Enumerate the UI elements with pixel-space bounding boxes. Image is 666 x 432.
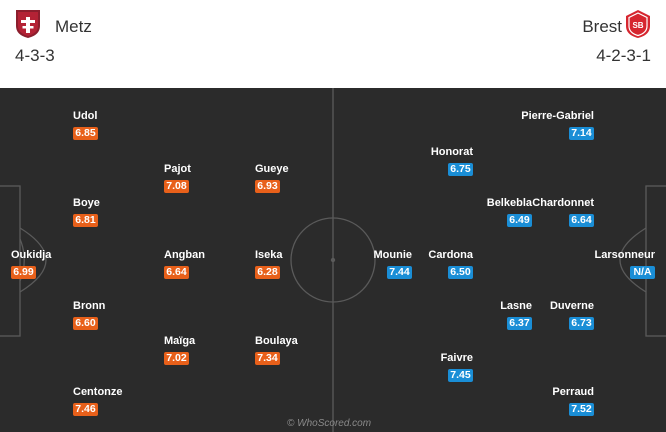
svg-text:SB: SB <box>632 21 643 30</box>
player-card[interactable]: Udol 6.85 <box>73 110 98 141</box>
player-name: Udol <box>73 110 98 122</box>
player-name: Centonze <box>73 386 123 398</box>
player-card[interactable]: Gueye 6.93 <box>255 163 289 194</box>
player-name: Iseka <box>255 249 283 261</box>
player-rating: 6.99 <box>11 266 36 279</box>
player-name: Gueye <box>255 163 289 175</box>
pitch-markings <box>0 88 666 432</box>
player-name: Perraud <box>552 386 594 398</box>
player-card[interactable]: Lasne 6.37 <box>500 300 532 331</box>
player-card[interactable]: Cardona 6.50 <box>428 249 473 280</box>
player-name: Mounie <box>373 249 413 261</box>
player-rating: 7.14 <box>569 127 594 140</box>
player-rating: 6.75 <box>448 163 473 176</box>
player-rating: 6.81 <box>73 214 98 227</box>
player-card[interactable]: Mounie 7.44 <box>373 249 413 280</box>
home-formation: 4-3-3 <box>15 46 55 65</box>
player-card[interactable]: Boulaya 7.34 <box>255 335 298 366</box>
player-rating: 7.46 <box>73 403 98 416</box>
player-name: Belkebla <box>486 197 532 209</box>
player-rating: 6.28 <box>255 266 280 279</box>
home-team-name: Metz <box>55 17 92 36</box>
watermark: © WhoScored.com <box>287 418 372 429</box>
player-name: Chardonnet <box>532 197 594 209</box>
player-name: Cardona <box>428 249 473 261</box>
player-rating: 6.60 <box>73 317 98 330</box>
player-card[interactable]: Belkebla 6.49 <box>487 197 532 228</box>
player-name: Oukidja <box>11 249 52 261</box>
away-formation: 4-2-3-1 <box>596 46 651 65</box>
player-card[interactable]: Faivre 7.45 <box>441 352 473 383</box>
match-header: Metz 4-3-3 Brest SB 4-2-3-1 <box>0 0 666 88</box>
player-card[interactable]: Maïga 7.02 <box>164 335 195 366</box>
player-name: Pajot <box>164 163 191 175</box>
player-rating: 6.64 <box>164 266 189 279</box>
player-name: Bronn <box>73 300 106 312</box>
player-rating: 7.52 <box>569 403 594 416</box>
player-rating: 7.08 <box>164 180 189 193</box>
player-card[interactable]: Centonze 7.46 <box>73 386 123 417</box>
away-team-name: Brest <box>582 17 622 36</box>
player-name: Lasne <box>500 300 532 312</box>
player-rating: 6.50 <box>448 266 473 279</box>
player-name: Honorat <box>430 146 473 158</box>
player-rating: 6.64 <box>569 214 594 227</box>
player-rating: 6.37 <box>507 317 532 330</box>
player-card[interactable]: Perraud 7.52 <box>552 386 594 417</box>
player-rating: 7.02 <box>164 352 189 365</box>
player-card[interactable]: Chardonnet 6.64 <box>532 197 594 228</box>
pitch: Udol 6.85 Pajot 7.08 Gueye 6.93 Boye 6.8… <box>0 88 666 432</box>
player-name: Faivre <box>440 352 473 364</box>
player-rating: 7.34 <box>255 352 280 365</box>
player-name: Maïga <box>164 335 196 347</box>
player-name: Angban <box>164 249 205 261</box>
player-rating: 6.85 <box>73 127 98 140</box>
player-card[interactable]: Bronn 6.60 <box>73 300 105 331</box>
player-name: Duverne <box>549 300 594 312</box>
player-card[interactable]: Larsonneur N/A <box>594 249 655 280</box>
player-card[interactable]: Pajot 7.08 <box>164 163 191 194</box>
player-card[interactable]: Iseka 6.28 <box>255 249 283 280</box>
player-rating: N/A <box>630 266 655 279</box>
player-rating: 6.93 <box>255 180 280 193</box>
player-card[interactable]: Honorat 6.75 <box>431 146 473 177</box>
player-card[interactable]: Pierre-Gabriel 7.14 <box>521 110 594 141</box>
player-card[interactable]: Oukidja 6.99 <box>11 249 51 280</box>
player-card[interactable]: Angban 6.64 <box>164 249 205 280</box>
player-name: Larsonneur <box>594 249 655 261</box>
player-name: Pierre-Gabriel <box>521 110 594 122</box>
player-rating: 6.49 <box>507 214 532 227</box>
player-card[interactable]: Boye 6.81 <box>73 197 100 228</box>
player-name: Boulaya <box>255 335 298 347</box>
player-name: Boye <box>73 197 100 209</box>
player-card[interactable]: Duverne 6.73 <box>550 300 594 331</box>
metz-crest-icon <box>16 10 40 38</box>
brest-crest-icon: SB <box>626 10 650 38</box>
player-rating: 7.45 <box>448 369 473 382</box>
player-rating: 6.73 <box>569 317 594 330</box>
player-rating: 7.44 <box>387 266 412 279</box>
